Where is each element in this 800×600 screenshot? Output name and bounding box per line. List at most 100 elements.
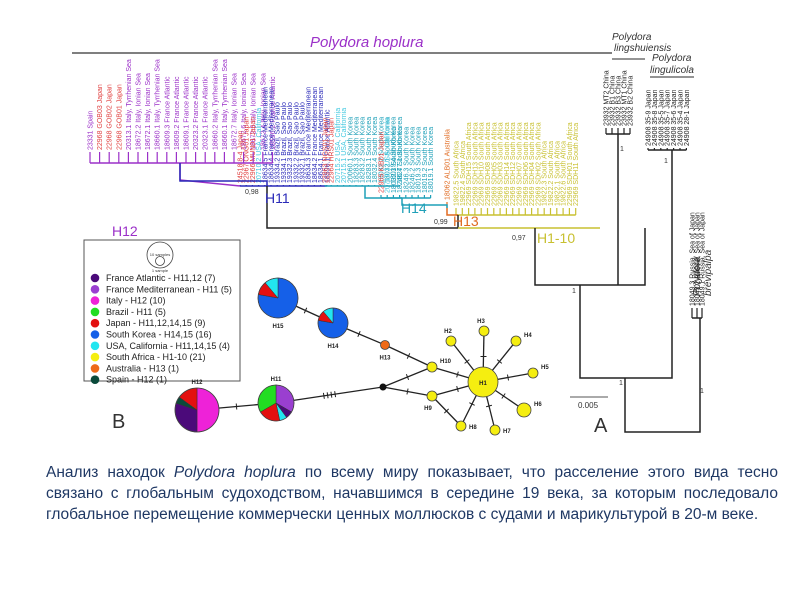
haplotype-node-h1: H1 [467, 366, 499, 398]
legend-item-label: France Atlantic - H11,12 (7) [106, 273, 215, 283]
tree-branch [579, 150, 673, 379]
tree-leaf-label: 19822.3 South Africa [542, 141, 549, 206]
tree-leaf-label: 22963 NGS01 Japan [323, 118, 330, 183]
clade-label-h14: H14 [401, 200, 427, 216]
size-circle-large [146, 241, 174, 269]
tree-branches [89, 128, 703, 433]
pie-slice [426, 390, 438, 402]
caption: Анализ находок Polydora hoplura по всему… [46, 462, 778, 525]
pie-slice [478, 325, 490, 337]
tree-leaf-label: 22969 SDH03 South Africa [498, 122, 505, 206]
tree-leaf-label: 24518 8-4 Japan [238, 130, 245, 183]
pie-slice [445, 335, 457, 347]
pie-slice [467, 366, 499, 398]
tree-branch [401, 198, 448, 208]
pie-slice [527, 367, 539, 379]
tree-leaf-label: 18672.6 Italy, Ionian Sea [241, 73, 248, 150]
support-value: 0,99 [434, 219, 448, 226]
tree-leaf-label: 18283.3 South Korea [354, 117, 361, 183]
haplotype-node-h13: H13 [379, 340, 391, 362]
tree-leaf-label: 19822.6 South Africa [561, 141, 568, 206]
tree-leaf-label: 18283.1 South Korea [366, 117, 373, 183]
tree-leaf-label: 18032.4 South Korea [372, 117, 379, 183]
haplotype-label: H14 [327, 344, 339, 350]
mutation-tick [496, 359, 503, 364]
haplotype-label: H2 [444, 329, 452, 335]
tree-branch [364, 186, 402, 199]
mutation-tick [406, 353, 411, 359]
haplotype-label: H12 [191, 380, 203, 386]
tree-leaf-label: 18049.1 Russia, Sea of Japan [700, 212, 707, 306]
tree-leaf-label: 22969 SDH11 South Africa [573, 123, 580, 206]
haplotype-node-h4: H4 [510, 333, 532, 347]
size-circle-small [155, 256, 165, 266]
tree-branch [266, 186, 458, 229]
tree-leaf-label: 18277.1 South Korea [397, 117, 404, 183]
clade-label-h12: H12 [112, 223, 138, 239]
tree-leaf-label: 20313.1 Italy, Tyrrhenian Sea [126, 59, 133, 150]
tree-leaf-label: 18019.3 South Korea [416, 127, 423, 193]
pie-slice [455, 420, 467, 432]
tree-leaf-label: 22969 SDH12 South Africa [510, 122, 517, 206]
tree-leaf-label: 18032.3 South Korea [391, 127, 398, 193]
mutation-tick [405, 374, 410, 380]
tree-leaf-label: 18634.3 France Mediterranean [306, 87, 313, 183]
mutation-tick [485, 404, 493, 408]
legend-item-label: South Africa - H1-10 (21) [106, 352, 206, 362]
tree-leaf-label: 19334.2 Brazil, Sao Paulo [275, 102, 282, 183]
haplotype-label: H7 [503, 429, 511, 435]
tree-leaf-label: 19822.1 South Africa [554, 141, 561, 206]
tree-leaf-label: 18246.4 South Korea [397, 127, 404, 193]
tree-leaf-label: 22968 GOB02 Japan [107, 84, 114, 150]
tree-leaf-label: 18062 ALB01 Australia [445, 129, 452, 200]
tree-leaf-label: 19332.1 Brazil, Sao Paulo [300, 102, 307, 183]
mutation-tick [334, 391, 337, 398]
support-value: 1 [664, 158, 668, 165]
panel-label-a: A [594, 415, 608, 437]
tree-leaf-label: 18672.4 Italy, Ionian Sea [260, 73, 267, 150]
tree-leaf-label: 18672.2 Italy, Ionian Sea [136, 73, 143, 150]
species-label-lingshuiensis-1: Polydora [612, 32, 652, 43]
haplotype-label: H11 [271, 377, 282, 383]
legend-swatch [90, 341, 100, 351]
mutation-tick [330, 391, 333, 398]
tree-leaf-label: 20060.1 South Korea [347, 117, 354, 183]
support-value: 1 [619, 380, 623, 387]
tree-leaf-label: 18049.3 Russia, Sea of Japan [690, 212, 697, 306]
tree-leaf-label: 18032.2 South Korea [378, 117, 385, 183]
tree-leaf-label: 20710.1 USA, California [385, 118, 392, 193]
tree-leaf-label: 23932 B2 China [628, 76, 635, 126]
tree-leaf-label: 18609.3 France Atlantic [164, 76, 171, 150]
tree-leaf-label: 22969 SDH08 South Africa [485, 122, 492, 206]
tree-leaf-label: 19332.3 Brazil, Sao Paulo [287, 102, 294, 183]
tree-leaf-label: 24908 35-4 Japan [678, 89, 685, 146]
haplotype-label: H3 [477, 319, 485, 325]
species-label-brevipalpa-2: brevipalpa [703, 249, 714, 296]
mutation-tick [456, 371, 459, 378]
haplotype-node-h15: H15 [257, 277, 299, 330]
tree-leaf-label: 24908 35-7 Japan [665, 89, 672, 146]
tree-leaf-label: 18283.2 South Korea [360, 117, 367, 183]
tree-leaf-label: 22964 HRS01 Japan [329, 118, 336, 183]
tree-leaf-label: 20710.2 USA, California [256, 108, 263, 183]
species-label-lingulicola-2: lingulicola [650, 65, 694, 76]
mutation-tick [406, 388, 409, 395]
haplotype-label: H5 [541, 365, 549, 371]
tree-leaf-label: 24908 35-5 Japan [658, 89, 665, 146]
haplotype-node-h12: H12 [174, 380, 220, 433]
species-label-lingulicola-1: Polydora [652, 53, 692, 64]
tree-leaf-label: 20715.2 USA, California [335, 108, 342, 183]
tree-branch [446, 208, 458, 216]
support-value: 1 [620, 146, 624, 153]
mutation-tick [326, 392, 329, 399]
legend-swatch [90, 273, 100, 283]
pie-slice [196, 387, 220, 433]
legend-swatch [90, 307, 100, 317]
tree-leaf-label: 23932 B3 China [616, 76, 623, 126]
haplotype-label: H6 [534, 402, 542, 408]
median-vector [379, 383, 387, 391]
size-label-small: 1 sample [152, 268, 169, 273]
tree-branch [624, 318, 701, 433]
support-value: 0,97 [512, 235, 526, 242]
